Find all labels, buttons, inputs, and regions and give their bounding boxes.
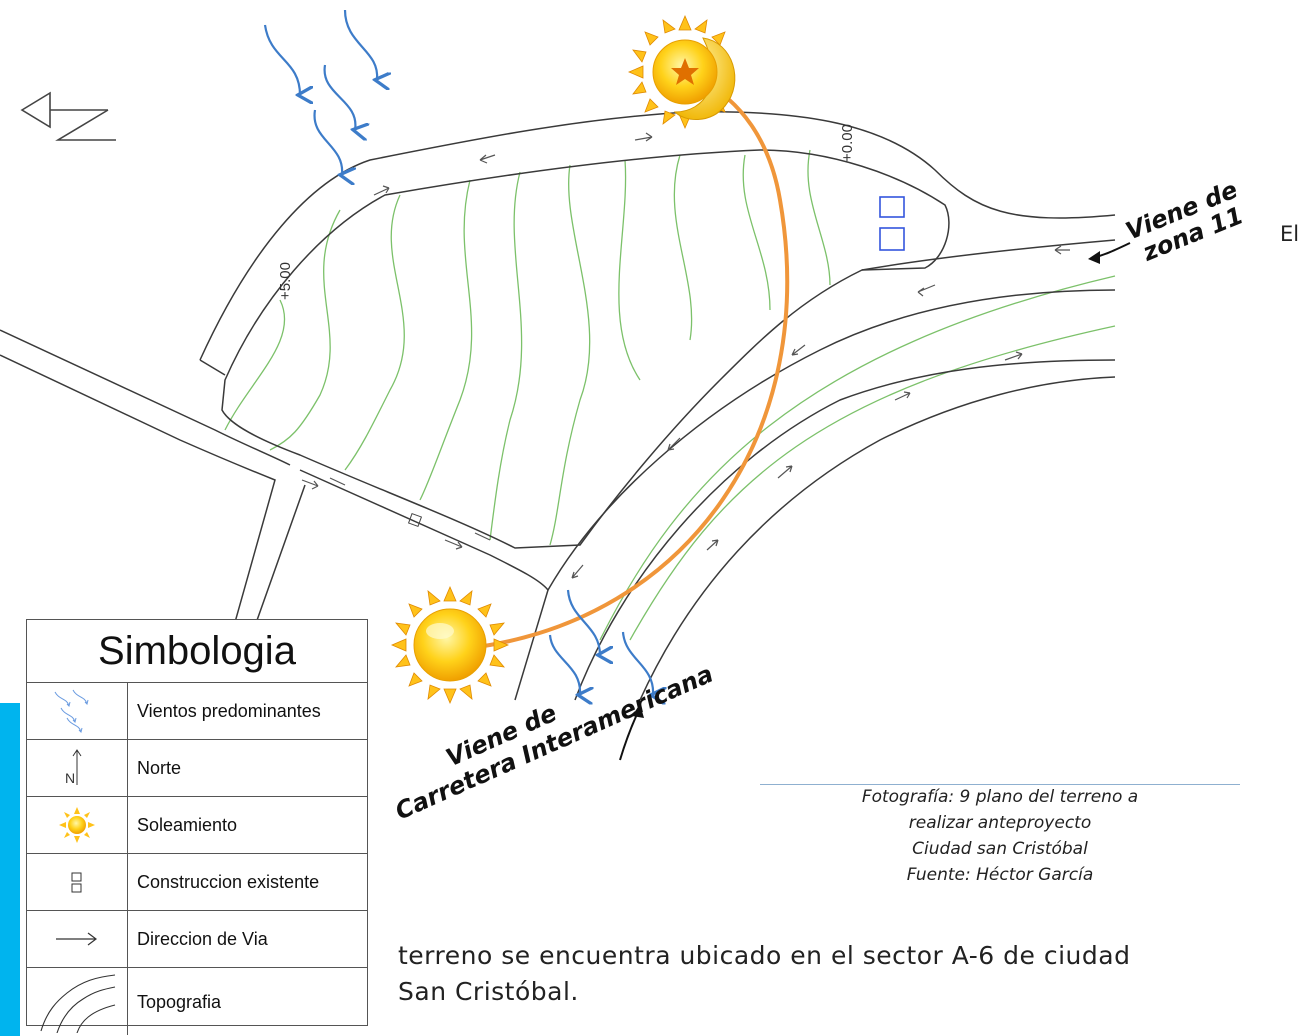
legend-label: Topografia [137,991,222,1012]
existing-building-icon [879,196,905,251]
north-arrow-icon [20,91,116,141]
elevation-top-label: +0.00 [839,124,856,162]
figure-caption: Fotografía: 9 plano del terreno a realiz… [760,770,1240,940]
el-word: El [1280,222,1300,246]
label-zona11: Viene de zona 11 [1122,175,1247,267]
elevation-left-label: +5.00 [277,262,294,300]
legend-title: Simbologia [27,620,367,683]
legend-row-wind: Vientos predominantes [27,683,367,740]
caption-line-4: Fuente: Héctor García [906,865,1094,885]
topography-icon [27,968,128,1035]
caption-line-3: Ciudad san Cristóbal [912,839,1088,859]
sun-path [469,78,790,650]
sun-moon-icon [627,14,736,130]
legend-row-building: Construccion existente [27,854,367,911]
svg-text:N: N [65,770,75,786]
sun-icon [390,585,510,705]
sun-icon [27,797,128,853]
road-direction-icon [27,911,128,967]
body-paragraph: terreno se encuentra ubicado en el secto… [398,938,1308,1010]
wind-icon [27,683,128,739]
caption-line-1: Fotografía: 9 plano del terreno a [861,787,1139,807]
caption-divider [760,784,1240,785]
small-structure [407,512,423,528]
legend-label: Vientos predominantes [137,701,321,721]
wind-icon [263,9,377,175]
caption-line-2: realizar anteproyecto [908,813,1092,833]
legend-label: Norte [137,758,182,778]
svg-text:Carretera Interamericana: Carretera Interamericana [391,660,717,826]
north-icon: N [27,740,128,796]
road-direction-arrows [301,132,1070,579]
legend-row-direction: Direccion de Via [27,911,367,968]
legend-table: Simbologia Vientos predominantes N Norte [26,619,368,1035]
legend-label: Soleamiento [137,815,238,835]
wind-icon-lower [548,589,653,695]
page-margin-accent [0,703,20,1036]
building-icon [27,854,128,910]
legend-label: Construccion existente [137,872,320,892]
legend-row-sun: Soleamiento [27,797,367,854]
body-line-2: San Cristóbal. [398,977,579,1006]
legend-row-north: N Norte [27,740,367,797]
legend-row-topography: Topografia [27,968,367,1035]
roads [0,111,1116,701]
legend-label: Direccion de Via [137,929,268,949]
topography-lines [224,149,1116,641]
body-line-1: terreno se encuentra ubicado en el secto… [398,941,1131,970]
